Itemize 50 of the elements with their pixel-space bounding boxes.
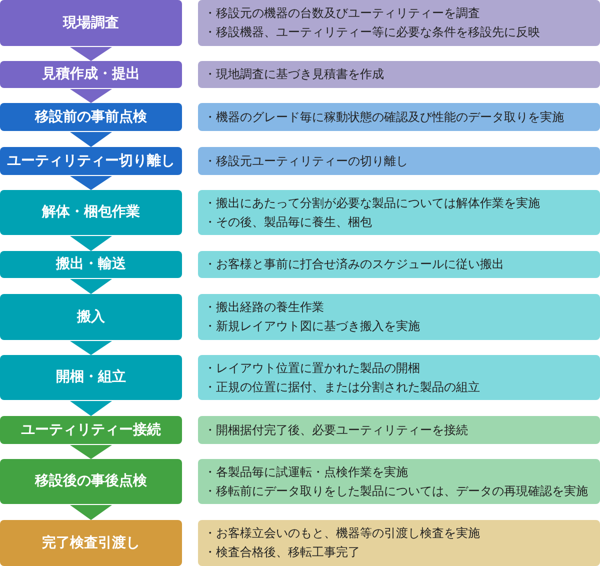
step-box: [0, 520, 182, 566]
bullet-text: ・正規の位置に据付、または分割された製品の組立: [204, 378, 480, 396]
step-title: 搬入: [77, 308, 105, 326]
description-box: [198, 251, 600, 278]
step-title: 完了検査引渡し: [42, 534, 140, 552]
arrow: [70, 279, 112, 294]
description-box: [198, 147, 600, 175]
description-box: [198, 355, 600, 400]
step-title: 移設後の事後点検: [35, 473, 147, 490]
bullet-text: ・搬出経路の養生作業: [204, 299, 324, 316]
bullet-text: ・お客様と事前に打合せ済みのスケジュールに従い搬出: [204, 256, 504, 273]
step-title: 見積作成・提出: [42, 66, 140, 83]
bullet-text: ・搬出にあたって分割が必要な製品については解体作業を実施: [204, 194, 540, 212]
arrow: [70, 176, 112, 190]
step-title: 移設前の事前点検: [35, 108, 147, 126]
arrow: [70, 445, 112, 459]
step-title: 開梱・組立: [56, 369, 126, 386]
arrow: [70, 505, 112, 520]
bullet-text: ・機器のグレード毎に稼動状態の確認及び性能のデータ取りを実施: [204, 108, 564, 126]
arrow: [70, 89, 112, 103]
bullet-text: ・移設元ユーティリティーの切り離し: [204, 152, 408, 170]
bullet-text: ・レイアウト位置に置かれた製品の開梱: [204, 360, 420, 376]
arrow: [70, 132, 112, 147]
description-box: [198, 520, 600, 566]
step-title: 解体・梱包作業: [42, 204, 140, 221]
description-box: [198, 416, 600, 444]
arrow: [70, 401, 112, 416]
step-title: ユーティリティー切り離し: [7, 152, 175, 170]
description-box: [198, 61, 600, 88]
step-title: ユーティリティー接続: [21, 422, 161, 438]
bullet-text: ・開梱据付完了後、必要ユーティリティーを接続: [204, 422, 468, 438]
bullet-text: ・移設機器、ユーティリティー等に必要な条件を移設先に反映: [204, 24, 540, 41]
bullet-text: ・検査合格後、移転工事完了: [204, 544, 360, 561]
step-title: 現場調査: [63, 14, 119, 32]
bullet-text: ・現地調査に基づき見積書を作成: [204, 66, 384, 83]
bullet-text: ・新規レイアウト図に基づき搬入を実施: [204, 318, 420, 335]
bullet-text: ・移設元の機器の台数及びユーティリティーを調査: [204, 5, 480, 22]
description-box: [198, 294, 600, 340]
description-box: [198, 103, 600, 131]
description-box: [198, 190, 600, 235]
bullet-text: ・各製品毎に試運転・点検作業を実施: [204, 464, 408, 480]
step-title: 搬出・輸送: [56, 256, 126, 273]
bullet-text: ・その後、製品毎に養生、梱包: [204, 214, 372, 230]
bullet-text: ・お客様立会いのもと、機器等の引渡し検査を実施: [204, 525, 480, 542]
arrow: [70, 341, 112, 355]
arrow: [70, 47, 112, 61]
description-box: [198, 0, 600, 46]
description-box: [198, 459, 600, 504]
bullet-text: ・移転前にデータ取りをした製品については、データの再現確認を実施: [204, 482, 588, 500]
arrow: [70, 236, 112, 251]
